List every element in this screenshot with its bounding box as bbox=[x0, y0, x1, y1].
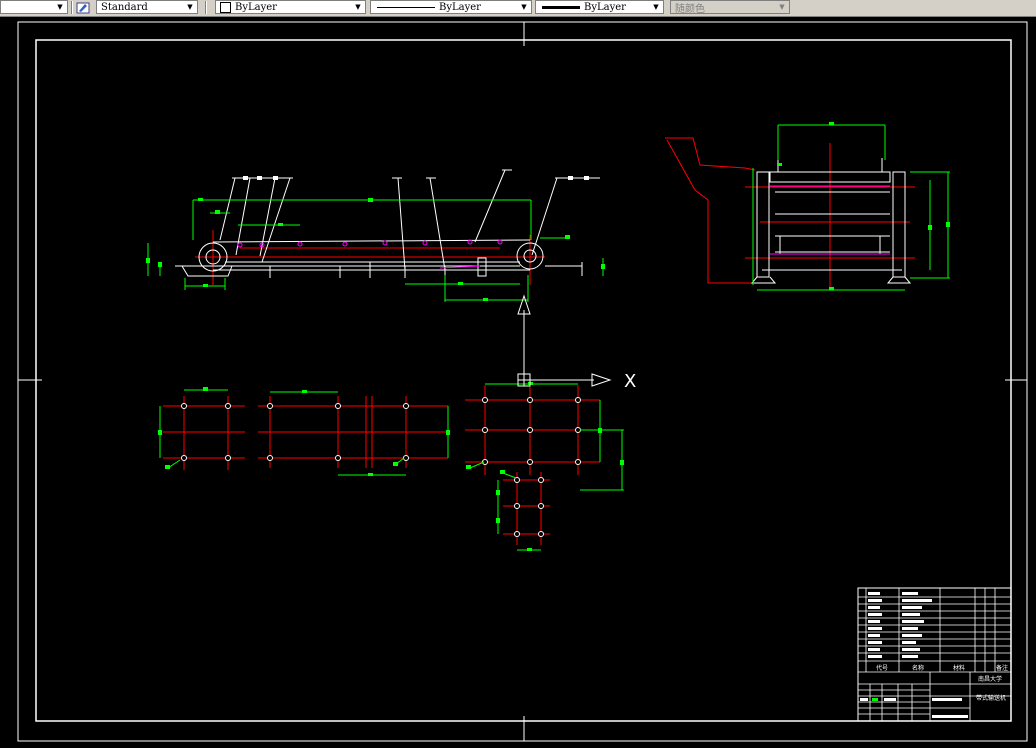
centering-marks bbox=[18, 22, 1027, 741]
linetype-select[interactable]: ByLayer ▼ bbox=[370, 0, 532, 14]
toolbar-separator bbox=[205, 1, 207, 14]
chevron-down-icon[interactable]: ▼ bbox=[779, 3, 785, 11]
text-style-icon[interactable] bbox=[76, 0, 94, 15]
col-code: 代号 bbox=[876, 664, 888, 672]
previous-combo[interactable]: ▼ bbox=[0, 0, 68, 14]
color-select[interactable]: ByLayer ▼ bbox=[215, 0, 366, 14]
chevron-down-icon[interactable]: ▼ bbox=[653, 3, 659, 11]
color-value: ByLayer bbox=[235, 1, 277, 13]
drawing-canvas[interactable]: X bbox=[0, 17, 1036, 744]
toolbar-separator bbox=[71, 1, 73, 14]
end-view bbox=[665, 122, 950, 291]
col-name: 名称 bbox=[912, 664, 924, 672]
drawing-title: 带式输送机 bbox=[976, 694, 1006, 702]
plan-views bbox=[158, 382, 624, 551]
drawing-svg: X bbox=[17, 21, 1028, 742]
linetype-preview bbox=[377, 6, 435, 8]
col-material: 材料 bbox=[953, 664, 965, 672]
lineweight-select[interactable]: ByLayer ▼ bbox=[535, 0, 664, 14]
chevron-down-icon[interactable]: ▼ bbox=[57, 3, 63, 11]
chevron-down-icon[interactable]: ▼ bbox=[187, 3, 193, 11]
outer-frame bbox=[17, 21, 1028, 742]
linetype-value: ByLayer bbox=[439, 1, 481, 13]
text-style-value: Standard bbox=[101, 1, 148, 13]
properties-toolbar: ▼ Standard ▼ ByLayer ▼ ByLayer ▼ ByLayer… bbox=[0, 0, 1036, 17]
side-view bbox=[146, 169, 605, 302]
chevron-down-icon[interactable]: ▼ bbox=[521, 3, 527, 11]
lineweight-value: ByLayer bbox=[584, 1, 626, 13]
color-swatch bbox=[220, 1, 231, 13]
lineweight-preview bbox=[542, 5, 580, 9]
col-remark: 备注 bbox=[996, 664, 1008, 672]
chevron-down-icon[interactable]: ▼ bbox=[355, 3, 361, 11]
school-name: 南昌大学 bbox=[978, 675, 1002, 683]
title-block: 代号 名称 材料 备注 南昌大学 带式输送机 bbox=[857, 587, 1012, 722]
text-style-select[interactable]: Standard ▼ bbox=[96, 0, 198, 14]
plot-style-value: 随颜色 bbox=[675, 3, 705, 15]
ucs-icon bbox=[517, 294, 612, 387]
ucs-x-label: X bbox=[624, 371, 636, 392]
plot-style-select[interactable]: 随颜色 ▼ bbox=[670, 0, 790, 15]
